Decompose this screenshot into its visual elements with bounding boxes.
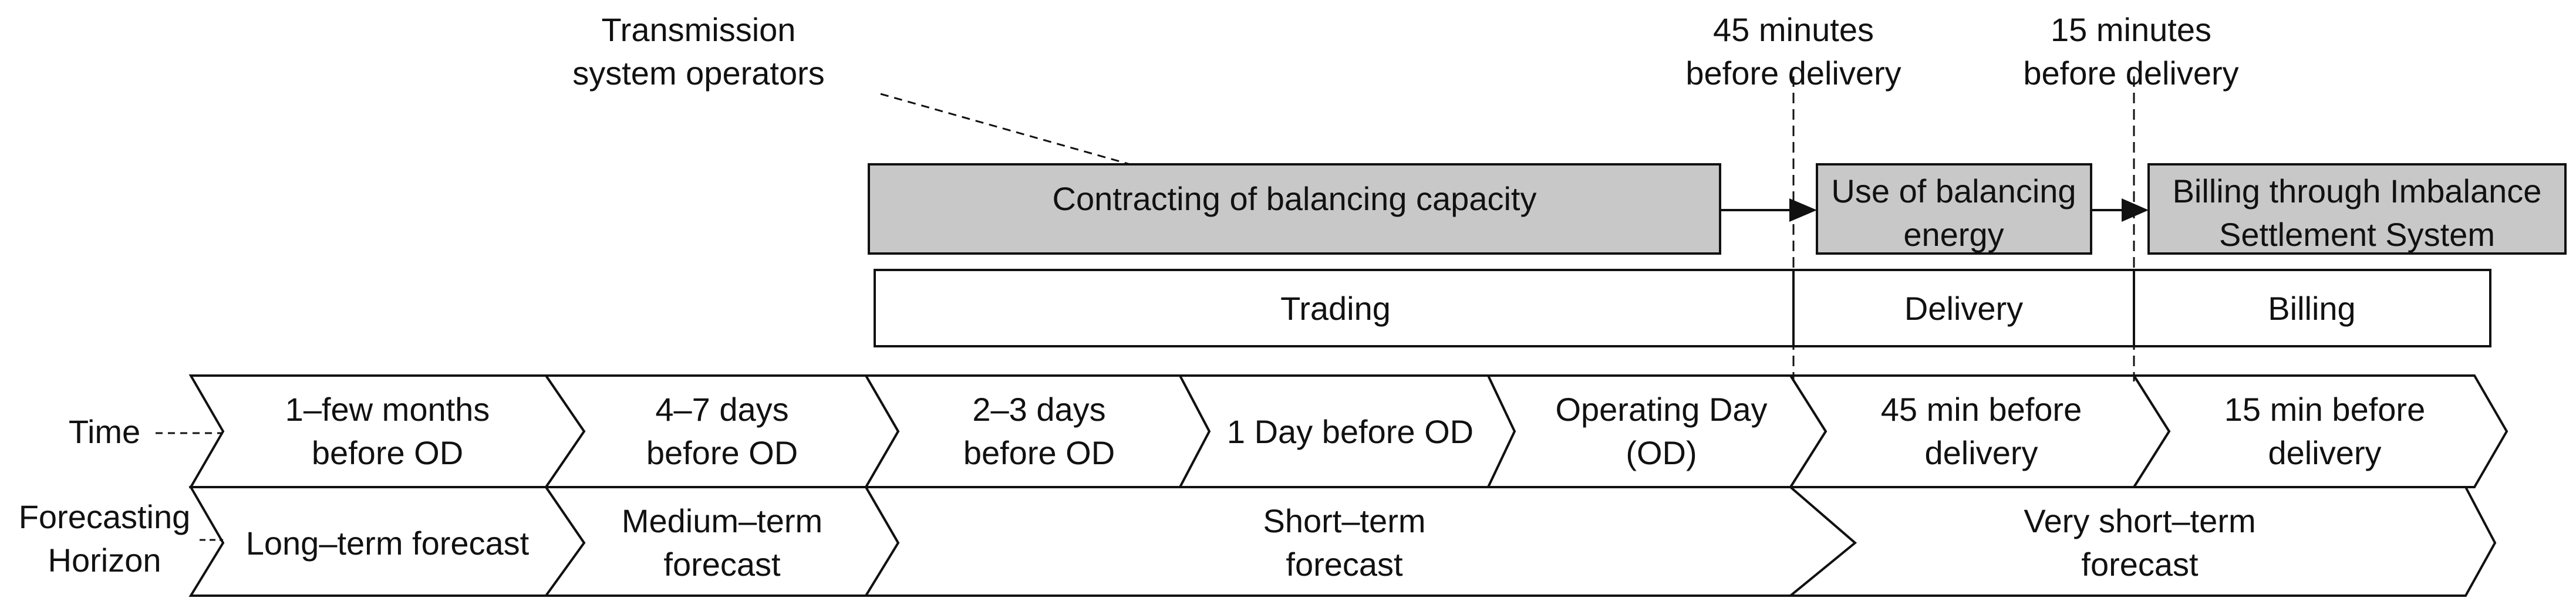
billing-system-box bbox=[2147, 163, 2567, 255]
time-cell-label-3-line-2: before OD bbox=[963, 434, 1115, 471]
phase-trading-box bbox=[874, 269, 1795, 347]
phase-trading-label-line-1: Trading bbox=[1280, 290, 1391, 327]
phase-billing-label: Billing bbox=[2268, 290, 2355, 327]
forecast-cell-label-3: Short–term forecast bbox=[1263, 502, 1426, 583]
tso-leader-line bbox=[880, 93, 1131, 165]
time-cell-label-7-line-1: 15 min before bbox=[2224, 391, 2425, 428]
time-cell-label-6: 45 min before delivery bbox=[1881, 391, 2082, 471]
contracting-label-line-1: Contracting of balancing capacity bbox=[1053, 180, 1537, 217]
time-cell-label-5-line-2: (OD) bbox=[1626, 434, 1697, 471]
time-cell-label-7-line-2: delivery bbox=[2268, 434, 2382, 471]
billing-system-label-line-1: Billing through Imbalance bbox=[2173, 173, 2542, 210]
time-cell-label-4: 1 Day before OD bbox=[1227, 413, 1474, 450]
forecast-cell-label-3-line-1: Short–term bbox=[1263, 502, 1426, 539]
before-15-annotation-line-1: 15 minutes bbox=[2051, 11, 2211, 48]
before-15-annotation-line-2: before delivery bbox=[2023, 55, 2238, 92]
arrow-head-2 bbox=[2122, 198, 2149, 222]
forecast-cell-label-2-line-1: Medium–term bbox=[622, 502, 822, 539]
tso-annotation-line-1: Transmission bbox=[602, 11, 796, 48]
time-cell-label-6-line-2: delivery bbox=[1925, 434, 2038, 471]
phase-delivery-label: Delivery bbox=[1904, 290, 2023, 327]
before-45-annotation-line-1: 45 minutes bbox=[1713, 11, 1874, 48]
time-cell-label-5: Operating Day (OD) bbox=[1555, 391, 1767, 471]
before-15-annotation: 15 minutes before delivery bbox=[2023, 11, 2238, 92]
forecast-cell-label-4-line-1: Very short–term bbox=[2024, 502, 2255, 539]
time-cell-label-2-line-1: 4–7 days bbox=[655, 391, 788, 428]
contracting-box bbox=[868, 163, 1721, 255]
time-cell-label-5-line-1: Operating Day bbox=[1555, 391, 1767, 428]
forecast-row: Long–term forecast Medium–term forecast S… bbox=[188, 486, 2497, 597]
arrow-head-1 bbox=[1789, 198, 1817, 222]
forecast-cell-label-4-line-2: forecast bbox=[2081, 546, 2199, 583]
phase-billing-box bbox=[2133, 269, 2491, 347]
time-cell-label-3: 2–3 days before OD bbox=[963, 391, 1115, 471]
forecast-cell-label-4: Very short–term forecast bbox=[2024, 502, 2255, 583]
time-cell-label-1-line-2: before OD bbox=[312, 434, 463, 471]
time-cell-label-7: 15 min before delivery bbox=[2224, 391, 2425, 471]
forecast-cell-label-1: Long–term forecast bbox=[246, 525, 530, 562]
time-cell-label-2-line-2: before OD bbox=[646, 434, 798, 471]
phase-billing-label-line-1: Billing bbox=[2268, 290, 2355, 327]
time-cell-label-3-line-1: 2–3 days bbox=[972, 391, 1105, 428]
tso-annotation-line-2: system operators bbox=[572, 55, 825, 92]
time-cell-7 bbox=[2132, 374, 2508, 488]
tso-annotation: Transmission system operators bbox=[572, 11, 825, 92]
time-cell-label-6-line-1: 45 min before bbox=[1881, 391, 2082, 428]
forecast-cell-4 bbox=[1787, 486, 2497, 597]
forecast-cell-label-3-line-2: forecast bbox=[1286, 546, 1403, 583]
phase-delivery-label-line-1: Delivery bbox=[1904, 290, 2023, 327]
use-of-balancing-label-line-1: Use of balancing bbox=[1831, 173, 2076, 210]
forecast-cell-label-2: Medium–term forecast bbox=[622, 502, 822, 583]
time-row-label-line-1: Time bbox=[69, 413, 140, 450]
billing-system-label-line-2: Settlement System bbox=[2219, 216, 2495, 253]
forecasting-horizon-label-line-2: Horizon bbox=[48, 542, 161, 579]
time-cell-label-1-line-1: 1–few months bbox=[285, 391, 490, 428]
forecast-cell-label-2-line-2: forecast bbox=[663, 546, 781, 583]
use-of-balancing-label: Use of balancing energy bbox=[1831, 173, 2076, 253]
forecasting-horizon-label-line-1: Forecasting bbox=[19, 498, 191, 535]
forecast-cell-label-1-line-1: Long–term forecast bbox=[246, 525, 530, 562]
use-of-balancing-label-line-2: energy bbox=[1903, 216, 2004, 253]
time-row-label: Time bbox=[69, 413, 140, 450]
phase-delivery-box bbox=[1792, 269, 2135, 347]
phase-trading-label: Trading bbox=[1280, 290, 1391, 327]
contracting-label: Contracting of balancing capacity bbox=[1053, 180, 1537, 217]
time-cell-label-4-line-1: 1 Day before OD bbox=[1227, 413, 1474, 450]
time-cell-label-1: 1–few months before OD bbox=[285, 391, 490, 471]
time-cell-label-2: 4–7 days before OD bbox=[646, 391, 798, 471]
